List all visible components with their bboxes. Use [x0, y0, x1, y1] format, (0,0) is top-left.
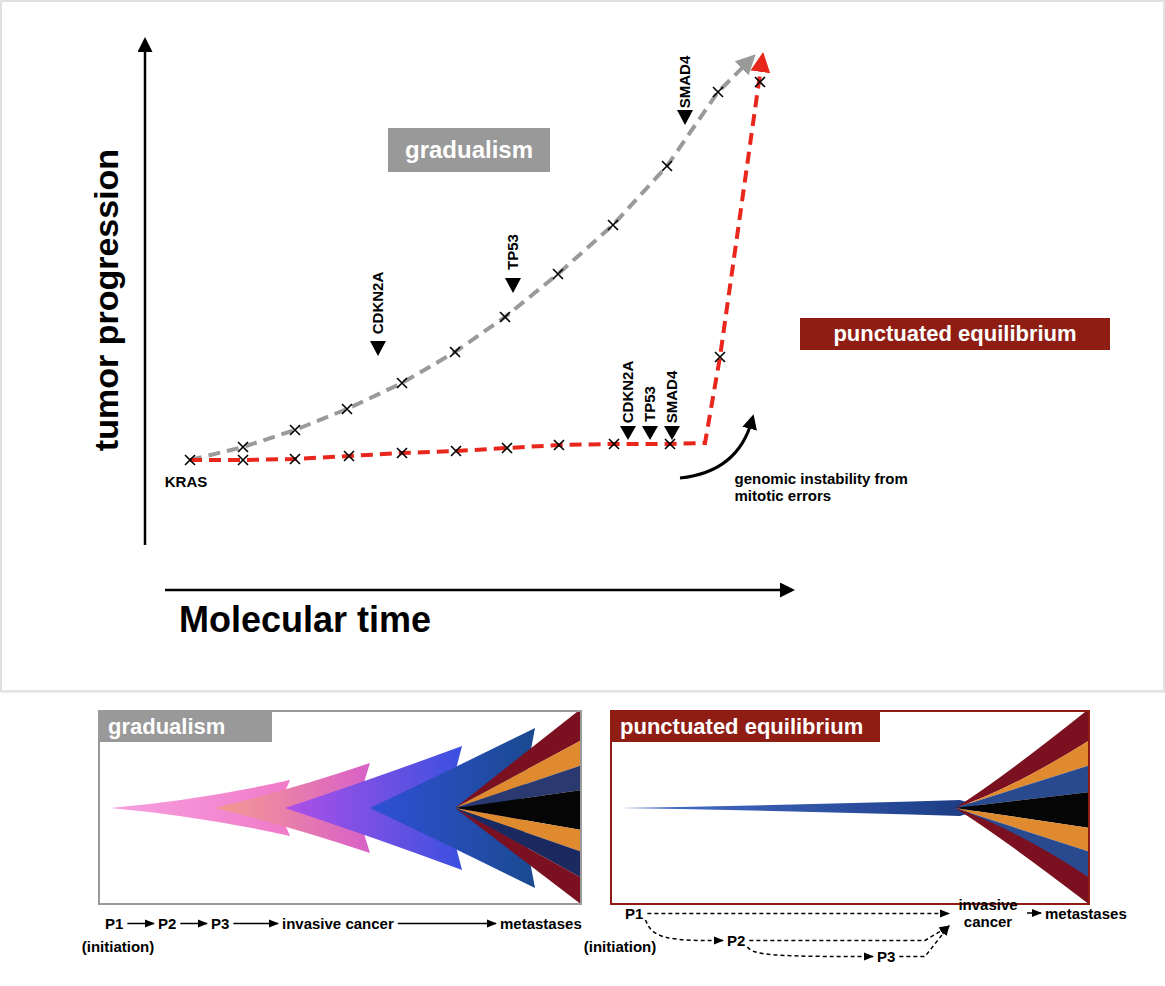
progression-arrow: [647, 913, 949, 915]
axis-title: Molecular time: [179, 599, 431, 640]
stage-text: metastases: [500, 915, 582, 932]
progression-arrow: [749, 926, 949, 941]
stage-text: P2: [727, 932, 745, 949]
gene-label: CDKN2A: [369, 272, 386, 335]
stage-note: (initiation): [82, 938, 154, 955]
stage-text: P1: [625, 905, 643, 922]
fish-plot-panel: punctuated equilibrium: [610, 710, 1090, 905]
progression-arrow: [645, 920, 723, 941]
progression-arrow: [899, 926, 949, 957]
progression-arrow: [127, 923, 154, 925]
header-text: gradualism: [405, 136, 533, 164]
stage-label: P3: [211, 915, 229, 932]
stage-text: P3: [211, 915, 229, 932]
stage-label: metastases: [1045, 905, 1127, 922]
stage-label: P2: [727, 932, 745, 949]
header-text: punctuated equilibrium: [833, 321, 1076, 347]
gene-label: CDKN2A: [619, 361, 636, 424]
stage-text: P3: [877, 948, 895, 965]
axis-title: tumor progression: [87, 149, 126, 451]
stage-label: invasive cancer: [282, 915, 394, 932]
stage-text: invasive cancer: [953, 896, 1023, 930]
model-tag: gradualism: [388, 128, 550, 172]
gene-label: SMAD4: [676, 56, 693, 109]
header-text: gradualism: [100, 712, 272, 742]
stage-text: P2: [158, 915, 176, 932]
stage-label: P3: [877, 948, 895, 965]
gene-label: TP53: [641, 386, 658, 422]
stage-label: P1: [625, 905, 643, 922]
gene-label: KRAS: [165, 473, 208, 490]
progression-arrow: [747, 947, 873, 957]
stage-text: metastases: [1045, 905, 1127, 922]
progression-arrow: [233, 923, 278, 925]
progression-arrow: [1027, 912, 1041, 914]
progression-arrow: [180, 923, 207, 925]
stage-note: (initiation): [584, 938, 656, 955]
gene-label: TP53: [504, 234, 521, 270]
fish-plot-panel: gradualism: [98, 710, 582, 905]
stage-label: invasive cancer: [953, 896, 1023, 930]
stage-text: P1: [105, 915, 123, 932]
progression-arrow: [398, 923, 496, 925]
model-tag: punctuated equilibrium: [800, 318, 1110, 350]
gene-label: SMAD4: [663, 371, 680, 424]
stage-label: metastases: [500, 915, 582, 932]
header-text: punctuated equilibrium: [612, 712, 880, 742]
stage-text: invasive cancer: [282, 915, 394, 932]
stage-label: P2: [158, 915, 176, 932]
annotation: genomic instability from mitotic errors: [735, 470, 910, 505]
stage-label: P1: [105, 915, 123, 932]
